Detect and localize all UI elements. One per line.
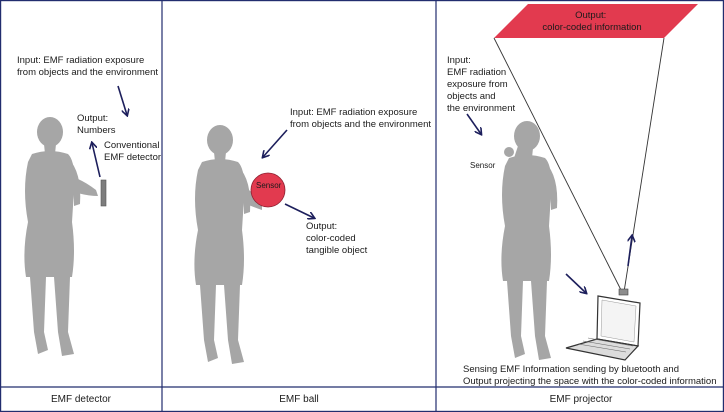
mini-projector-device: [618, 288, 629, 296]
emf-ball-sensor: [250, 172, 286, 208]
laptop-icon: [565, 295, 641, 361]
ball-output-label: Output: color-coded tangible object: [306, 221, 368, 256]
person-silhouette: [24, 117, 98, 356]
caption-emf-detector: EMF detector: [51, 394, 112, 405]
detector-output-label: Output: Numbers: [77, 113, 116, 136]
person-silhouette: [501, 121, 558, 360]
panel-emf-detector: Input: EMF radiation exposure from objec…: [17, 55, 162, 405]
bluetooth-send-arrow: [565, 273, 586, 293]
panel-emf-ball: Sensor Input: EMF radiation exposure fro…: [194, 107, 431, 405]
detector-input-arrow: [117, 85, 127, 115]
detector-input-label: Input: EMF radiation exposure from objec…: [17, 55, 158, 78]
projector-input-label: Input: EMF radiation exposure from objec…: [447, 55, 515, 114]
person-silhouette: [194, 125, 262, 364]
projector-output-label: Output: color-coded information: [542, 10, 641, 33]
projector-sensor-label: Sensor: [470, 161, 496, 170]
projection-up-arrow: [627, 236, 632, 267]
projector-hand-sensor: [504, 147, 514, 157]
projector-input-arrow: [466, 113, 481, 134]
caption-emf-projector: EMF projector: [550, 394, 613, 405]
panel-emf-projector: Output: color-coded information Sensor I…: [447, 4, 716, 405]
ball-input-label: Input: EMF radiation exposure from objec…: [290, 107, 431, 130]
ball-input-arrow: [263, 129, 288, 157]
detector-device-label: Conventional EMF detector: [104, 140, 162, 163]
detector-output-arrow: [92, 143, 101, 178]
emf-detector-device: [100, 179, 107, 207]
projector-footer-label: Sensing EMF Information sending by bluet…: [463, 364, 716, 387]
ball-sensor-label: Sensor: [256, 181, 282, 190]
projected-color-plane: [494, 4, 698, 38]
ball-output-arrow: [284, 203, 314, 218]
caption-emf-ball: EMF ball: [279, 394, 318, 405]
